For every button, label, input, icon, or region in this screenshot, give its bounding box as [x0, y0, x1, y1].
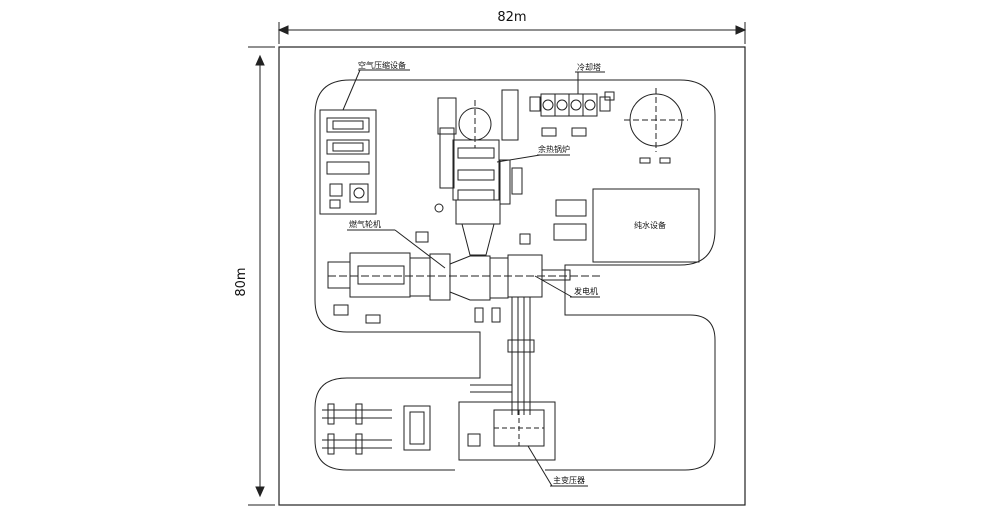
- main-transformer-unit: [458, 401, 556, 461]
- gas-turbine-unit: [327, 231, 600, 324]
- main-transformer-label: 主变压器: [553, 475, 585, 485]
- air-compressor-label: 空气压缩设备: [358, 60, 406, 70]
- water-treatment-label: 纯水设备: [634, 220, 666, 230]
- cooling-tower-label: 冷却塔: [577, 62, 601, 72]
- main-transformer-leader: [527, 445, 553, 487]
- gas-turbine-label: 燃气轮机: [349, 219, 381, 229]
- air-compressor-unit: [319, 109, 377, 215]
- site-boundary: [278, 46, 746, 506]
- air-compressor-leader: [342, 69, 361, 111]
- waste-heat-boiler-leader: [496, 154, 541, 163]
- height-label: 80m: [234, 267, 249, 296]
- circular-tank: [624, 88, 688, 164]
- water-treatment-building: [592, 188, 700, 263]
- height-dimension: [248, 46, 275, 506]
- gas-turbine-leader: [394, 229, 446, 269]
- bus-ducts: [470, 297, 535, 415]
- auxiliary-equipment: [553, 199, 587, 241]
- lower-left-equipment: [322, 403, 431, 455]
- cooling-tower-unit: [529, 91, 615, 137]
- waste-heat-boiler-unit: [434, 89, 523, 256]
- generator-label: 发电机: [574, 286, 598, 296]
- road-upper-left: [314, 79, 481, 471]
- generator-leader: [534, 275, 573, 298]
- width-dimension: [277, 22, 747, 44]
- waste-heat-boiler-label: 余热锅炉: [538, 144, 570, 154]
- width-label: 82m: [497, 10, 526, 25]
- road-upper: [350, 79, 716, 471]
